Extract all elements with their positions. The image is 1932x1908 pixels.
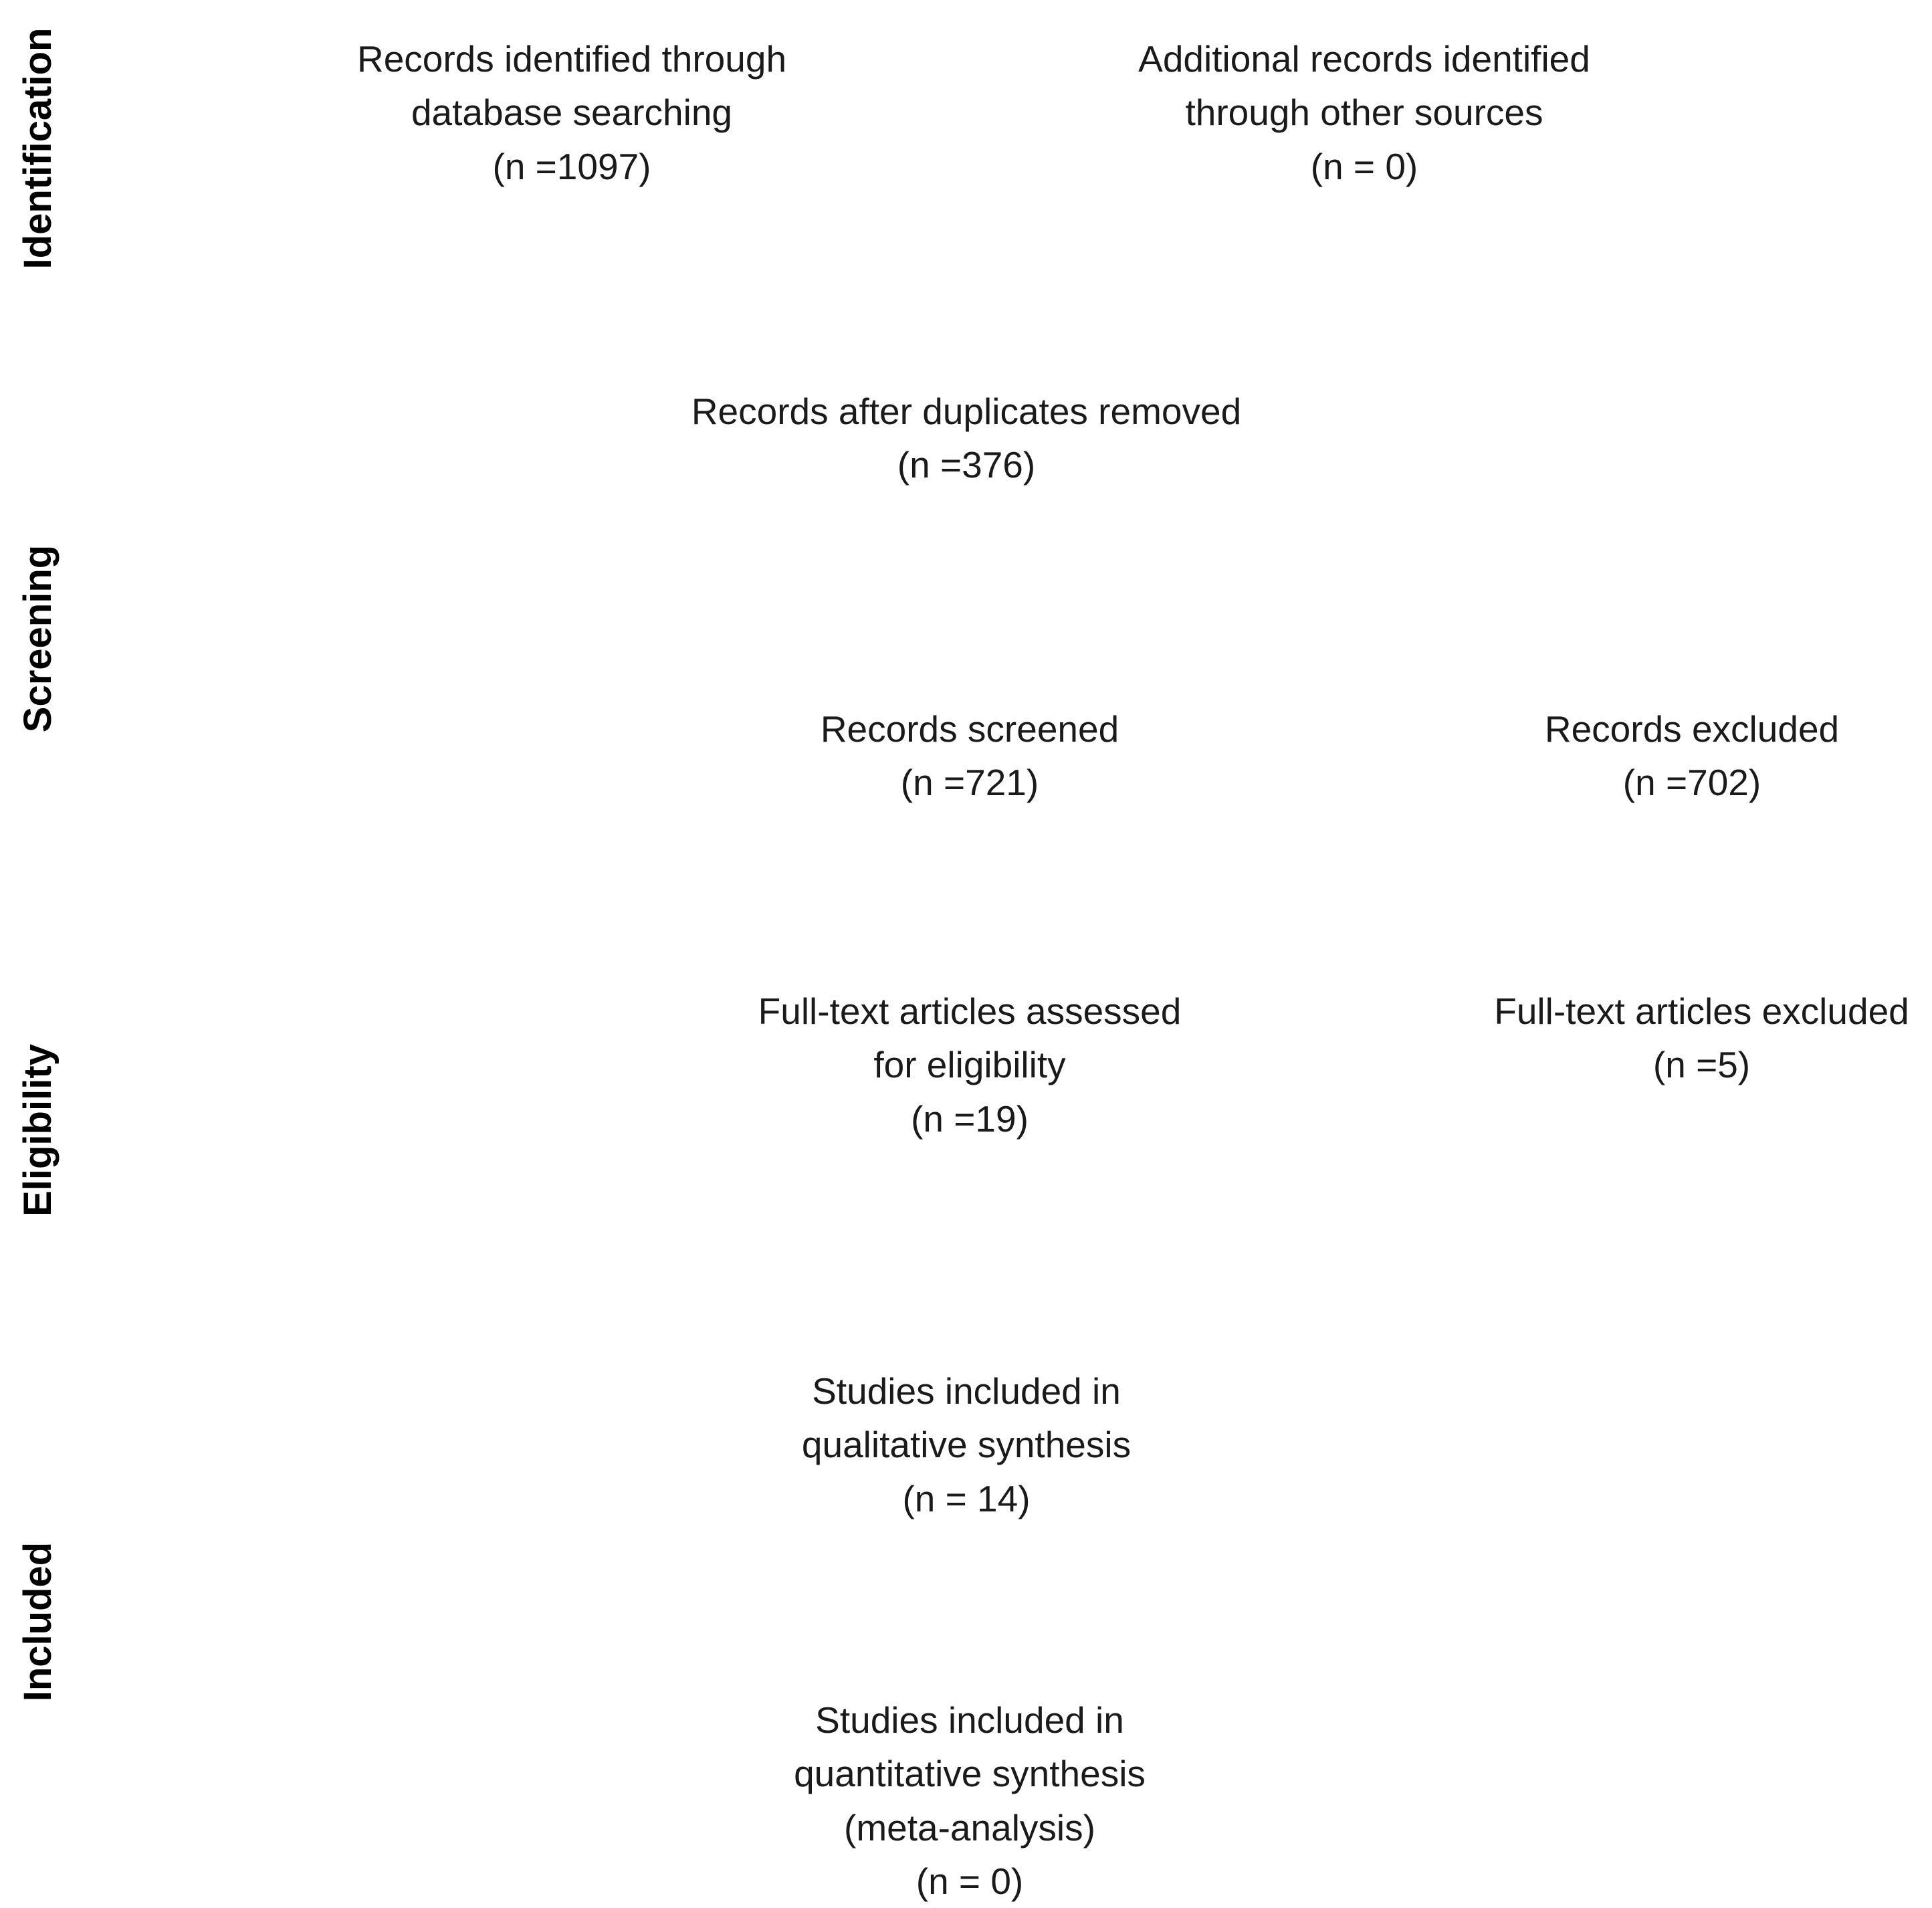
qualitative-synthesis-box: Studies included in qualitative synthesi… [766, 1364, 1167, 1525]
box-count: (n = 14) [902, 1477, 1031, 1519]
box-line: Studies included in [812, 1370, 1121, 1412]
box-line: Records excluded [1544, 708, 1840, 750]
phase-label-included: Included [16, 1542, 60, 1702]
phase-label-screening: Screening [16, 544, 60, 733]
box-line: qualitative synthesis [801, 1424, 1132, 1466]
box-count: (n =1097) [492, 145, 651, 187]
other-sources-box: Additional records identified through ot… [1110, 32, 1618, 193]
box-line: database searching [411, 92, 733, 134]
box-count: (n = 0) [916, 1860, 1024, 1902]
database-records-box: Records identified through database sear… [321, 32, 823, 193]
box-count: (n =376) [897, 444, 1036, 486]
box-count: (n = 0) [1310, 145, 1418, 187]
box-line: for eligibility [873, 1044, 1066, 1086]
box-line: Records screened [820, 708, 1119, 750]
box-line: quantitative synthesis [794, 1753, 1146, 1795]
fulltext-excluded-box: Full-text articles excluded (n =5) [1471, 984, 1932, 1092]
box-line: through other sources [1185, 92, 1543, 134]
box-line: Additional records identified [1138, 38, 1590, 80]
box-line: Full-text articles assessed [758, 990, 1182, 1032]
box-line: Records identified through [356, 38, 787, 80]
box-count: (n =702) [1622, 762, 1761, 804]
box-count: (n =721) [900, 762, 1039, 804]
quantitative-synthesis-box: Studies included in quantitative synthes… [742, 1693, 1197, 1908]
after-duplicates-box: Records after duplicates removed (n =376… [659, 385, 1274, 492]
phase-label-eligibility: Eligibility [16, 1044, 60, 1216]
box-line: Full-text articles excluded [1494, 990, 1909, 1032]
phase-label-identification: Identification [16, 27, 60, 270]
records-excluded-box: Records excluded (n =702) [1491, 702, 1893, 810]
box-count: (n =19) [911, 1097, 1029, 1140]
fulltext-assessed-box: Full-text articles assessed for eligibil… [722, 984, 1217, 1146]
box-line: (meta-analysis) [844, 1806, 1095, 1848]
box-line: Records after duplicates removed [691, 391, 1242, 432]
box-line: Studies included in [815, 1699, 1124, 1741]
records-screened-box: Records screened (n =721) [769, 702, 1170, 810]
box-count: (n =5) [1652, 1044, 1751, 1086]
